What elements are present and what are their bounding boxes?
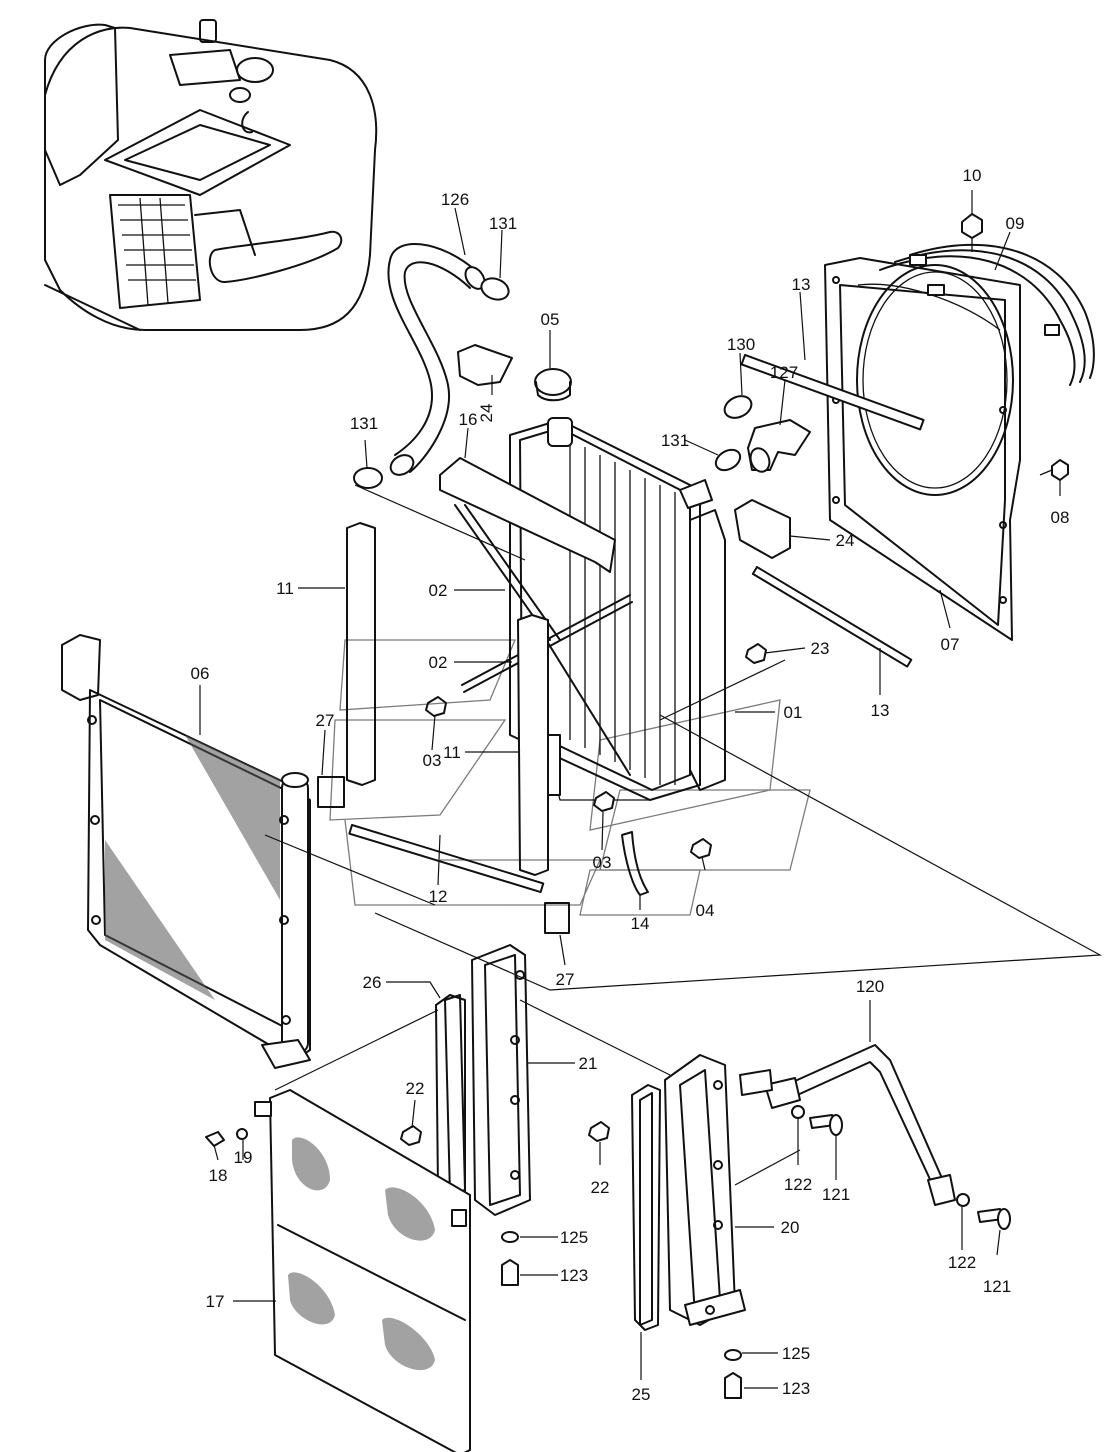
side-cover: [254, 1089, 471, 1452]
callout-131-upper: 131: [489, 214, 517, 233]
oil-cooler: [61, 634, 311, 1069]
callout-22-left: 22: [406, 1079, 425, 1098]
washer-122-lower: [956, 1193, 970, 1207]
seal-block-11-left: [346, 522, 376, 786]
bolt-123-left: [501, 1259, 519, 1286]
washer-125-left: [501, 1231, 519, 1243]
sponge-24-upper: [457, 344, 513, 386]
callout-131-left: 131: [350, 414, 378, 433]
callout-13-lower: 13: [871, 701, 890, 720]
background-outline: [329, 639, 811, 916]
hose-clamp-130: [723, 395, 753, 419]
callout-08: 08: [1051, 508, 1070, 527]
callout-121-lower: 121: [983, 1277, 1011, 1296]
callout-10: 10: [963, 166, 982, 185]
bolt-22-right: [588, 1121, 610, 1142]
bolt-10: [961, 213, 983, 252]
callout-122-lower: 122: [948, 1253, 976, 1272]
callout-20: 20: [781, 1218, 800, 1237]
callout-11-center: 11: [443, 743, 461, 762]
callout-126: 126: [441, 190, 469, 209]
callout-02-upper: 02: [429, 581, 448, 600]
fan-shroud: [824, 257, 1021, 641]
hose-clamp-131-left: [353, 467, 383, 489]
callout-127: 127: [770, 363, 798, 382]
callout-125-left: 125: [560, 1228, 588, 1247]
callout-18: 18: [209, 1166, 228, 1185]
seal-block-11-center: [517, 614, 549, 876]
callout-24-right: 24: [836, 531, 855, 550]
callout-22-right: 22: [591, 1178, 610, 1197]
bolt-18: [205, 1131, 225, 1147]
callout-03-lower: 03: [593, 853, 612, 872]
callout-123-left: 123: [560, 1266, 588, 1285]
sponge-27-center: [544, 902, 570, 934]
washer-122-upper: [791, 1105, 805, 1119]
callout-03-upper: 03: [423, 751, 442, 770]
bracket-21: [471, 944, 531, 1216]
callout-21: 21: [579, 1054, 598, 1073]
callout-11-left: 11: [276, 579, 294, 598]
callout-16: 16: [459, 410, 478, 429]
machine-body-overview: [44, 19, 378, 331]
callout-19: 19: [234, 1148, 253, 1167]
drain-hose: [621, 831, 649, 896]
callout-27-center: 27: [556, 970, 575, 989]
callout-125-right: 125: [782, 1344, 810, 1363]
plate-near-120: [739, 1069, 773, 1096]
callout-01: 01: [784, 703, 803, 722]
bracket-20: [664, 1054, 746, 1326]
bolt-03-lower: [593, 791, 615, 812]
washer-125-right: [724, 1349, 742, 1361]
bolt-08: [1039, 459, 1069, 481]
callout-122-upper: 122: [784, 1175, 812, 1194]
callout-121-upper: 121: [822, 1185, 850, 1204]
sponge-24-right: [734, 499, 791, 559]
bolt-121-lower: [977, 1208, 1011, 1230]
callout-14: 14: [631, 914, 650, 933]
bolt-03-upper: [425, 696, 447, 717]
callout-24-upper: 24: [477, 404, 496, 423]
bolt-121-upper: [809, 1114, 843, 1136]
callout-13-upper: 13: [792, 275, 811, 294]
stay-rod-120: [739, 1044, 956, 1206]
bolt-23: [745, 643, 767, 664]
fan-guard-ring: [879, 243, 1095, 386]
callout-12: 12: [429, 887, 448, 906]
callout-leaders: [199, 190, 1061, 1389]
callout-27-left: 27: [316, 711, 335, 730]
seal-strip-13-upper: [740, 354, 925, 431]
callout-07: 07: [941, 635, 960, 654]
bolt-123-right: [724, 1372, 742, 1399]
callout-131-right: 131: [661, 431, 689, 450]
seal-strip-12: [348, 824, 545, 894]
callout-120: 120: [856, 977, 884, 996]
lower-hose: [747, 419, 811, 473]
callout-02-lower: 02: [429, 653, 448, 672]
bracket-26: [435, 994, 466, 1201]
callout-06: 06: [191, 664, 210, 683]
callout-labels: 10 09 126 131 05 13 130 127 24 131 16 13…: [191, 166, 1070, 1404]
seal-strip-16: [439, 457, 616, 573]
bolt-22-left: [400, 1125, 422, 1146]
bracket-25: [631, 1084, 661, 1331]
assembly-leader-lines: [264, 484, 1103, 1186]
callout-17: 17: [206, 1292, 225, 1311]
callout-123-right: 123: [782, 1379, 810, 1398]
washer-19: [236, 1128, 248, 1140]
callout-09: 09: [1006, 214, 1025, 233]
callout-26: 26: [363, 973, 382, 992]
radiator-cap: [534, 368, 572, 402]
callout-05: 05: [541, 310, 560, 329]
callout-04: 04: [696, 901, 715, 920]
bolt-04: [690, 838, 712, 859]
callout-23: 23: [811, 639, 830, 658]
callout-130: 130: [727, 335, 755, 354]
callout-25: 25: [632, 1385, 651, 1404]
seal-strip-13-lower: [751, 566, 913, 668]
hose-clamp-131-upper: [480, 277, 510, 301]
hose-clamp-131-right: [714, 448, 742, 472]
